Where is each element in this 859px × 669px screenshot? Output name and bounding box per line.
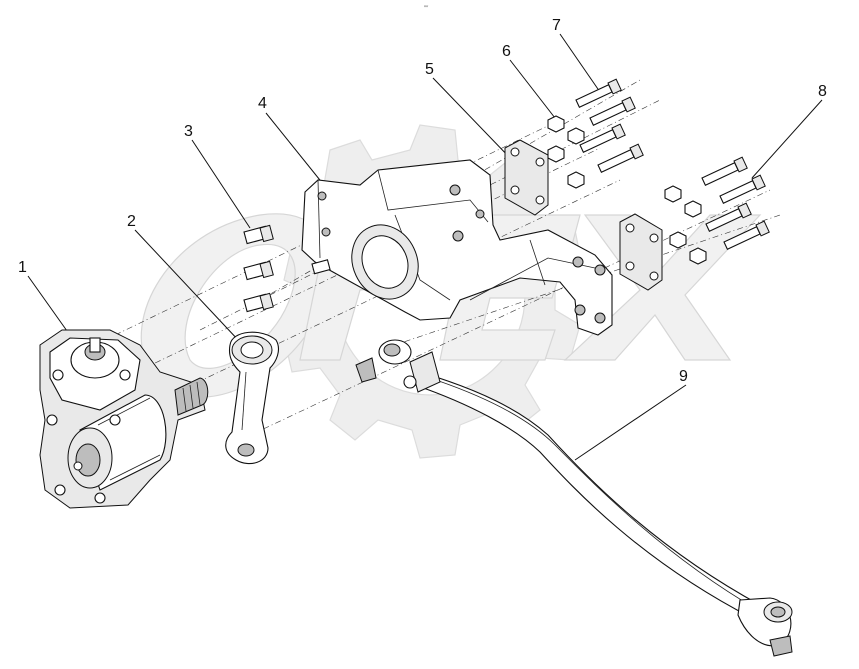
callout-9: 9 xyxy=(574,368,688,461)
callout-3: 3 xyxy=(184,123,251,229)
leader-line-7 xyxy=(559,33,601,93)
leader-line-8 xyxy=(751,99,823,179)
header-mark: ″″ xyxy=(424,6,429,12)
callout-label-5: 5 xyxy=(425,61,434,78)
drag-link-icon xyxy=(355,339,793,657)
leader-line-1 xyxy=(27,275,73,339)
pitman-arm-icon xyxy=(225,331,279,465)
callout-label-2: 2 xyxy=(127,213,136,230)
leader-line-6 xyxy=(509,59,556,119)
callout-2: 2 xyxy=(127,213,241,343)
leader-line-3 xyxy=(191,139,251,229)
bolt-icon xyxy=(243,224,331,313)
steering-gear-icon xyxy=(39,329,209,509)
callout-7: 7 xyxy=(552,17,601,93)
callout-label-6: 6 xyxy=(502,43,511,60)
callout-5: 5 xyxy=(425,61,513,161)
callout-label-9: 9 xyxy=(679,368,688,385)
leader-line-2 xyxy=(134,229,241,343)
callout-label-7: 7 xyxy=(552,17,561,34)
nut-icon xyxy=(547,115,707,265)
bolt-set-icon xyxy=(701,156,770,250)
callout-label-1: 1 xyxy=(18,259,27,276)
leader-line-9 xyxy=(574,384,687,461)
bracket-plate-icon xyxy=(504,139,663,291)
callout-label-3: 3 xyxy=(184,123,193,140)
leader-line-5 xyxy=(432,77,513,161)
mounting-bracket-icon xyxy=(301,159,613,336)
callout-6: 6 xyxy=(502,43,556,119)
callout-1: 1 xyxy=(18,259,73,339)
callout-8: 8 xyxy=(751,83,827,179)
long-bolt-icon xyxy=(575,78,644,173)
callout-label-4: 4 xyxy=(258,95,267,112)
callout-label-8: 8 xyxy=(818,83,827,100)
